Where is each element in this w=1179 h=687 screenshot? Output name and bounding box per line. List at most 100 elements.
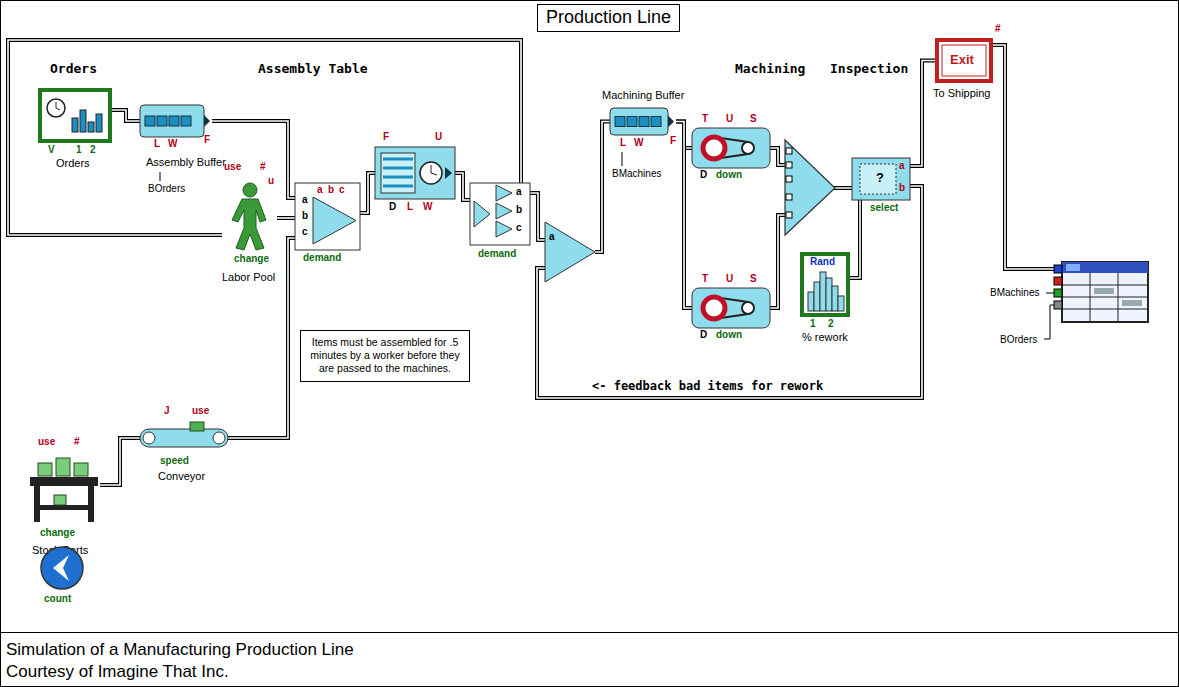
- block-icon: [692, 288, 770, 328]
- activity-block: FUDLW: [375, 147, 455, 199]
- port-label: S: [750, 274, 757, 284]
- conveyor-item: [190, 422, 204, 431]
- wire-core: [676, 122, 692, 309]
- caption-rule: [0, 632, 1179, 633]
- port-label: b: [899, 183, 905, 193]
- port-label: L: [407, 202, 413, 212]
- port-label: b: [328, 185, 334, 195]
- port-label: 1: [810, 319, 816, 329]
- port-label: a: [516, 187, 522, 197]
- wire-outline: [360, 173, 375, 213]
- queue-arrow: [204, 115, 210, 127]
- wire-outline: [993, 45, 1054, 269]
- wire-connector: [360, 173, 375, 213]
- machine-block: TUSDdown: [692, 128, 770, 168]
- block-name: ?: [876, 171, 884, 184]
- plotter-block: [1054, 262, 1148, 322]
- wire-outline: [676, 122, 692, 309]
- plotter-grid: [1062, 297, 1148, 298]
- random-frame: [802, 254, 848, 315]
- port-label: F: [204, 135, 210, 145]
- part-box: [74, 463, 88, 476]
- port-label: W: [168, 139, 177, 149]
- port-label: T: [702, 114, 708, 124]
- bar: [72, 118, 78, 132]
- machine-pulley: [742, 142, 754, 154]
- conveyor-roller: [143, 432, 155, 444]
- exit-frame: [937, 40, 991, 81]
- bar: [80, 110, 86, 132]
- merge-block: [785, 140, 835, 235]
- port-label: use: [38, 437, 55, 447]
- block-icon: [38, 88, 112, 143]
- conveyor-belt: [140, 429, 228, 447]
- histogram-bar: [820, 272, 826, 311]
- port-label: b: [516, 205, 522, 215]
- clock-face: [420, 162, 442, 184]
- port-label: a: [899, 161, 905, 171]
- wire-outline: [530, 193, 545, 240]
- queue-block: Machining BufferLWF: [610, 108, 676, 135]
- bar: [96, 114, 102, 132]
- block-name: Orders: [56, 158, 90, 169]
- block-name: Conveyor: [158, 471, 205, 482]
- unbatch-triangle: [496, 203, 512, 219]
- block-icon: [40, 546, 84, 590]
- wire-outline: [112, 110, 140, 121]
- block-name: To Shipping: [933, 88, 991, 99]
- merge-port: [786, 194, 792, 200]
- plotter-body: [1062, 262, 1148, 322]
- port-label: W: [423, 202, 432, 212]
- port-label: S: [750, 114, 757, 124]
- named-connection: BMachines: [612, 168, 661, 179]
- port-label: a: [302, 195, 308, 205]
- wire-core: [100, 438, 140, 485]
- wire-outline: [277, 216, 295, 220]
- title-box: Production Line: [537, 4, 680, 32]
- port-label: F: [670, 136, 676, 146]
- section-heading: Machining: [735, 62, 805, 76]
- machine-wheel: [703, 297, 725, 319]
- histogram-bar: [808, 292, 814, 311]
- machine-body: [692, 288, 770, 328]
- queue-slot: [639, 117, 649, 127]
- merge-port: [786, 162, 792, 168]
- block-name: Exit: [950, 53, 974, 66]
- queue-slot: [157, 116, 167, 126]
- activity-arrow: [445, 167, 452, 179]
- plotter-cell: [1066, 264, 1080, 271]
- block-icon: [28, 455, 100, 525]
- port-label: U: [726, 274, 733, 284]
- wire-outline: [228, 238, 295, 438]
- named-connection-line: [160, 172, 161, 181]
- block-icon: [140, 105, 212, 137]
- queue-body: [610, 108, 668, 135]
- clock-hand: [56, 102, 60, 110]
- port-label: u: [268, 176, 274, 186]
- block-icon: [375, 147, 455, 199]
- combine-block: a: [545, 222, 595, 282]
- port-label: 2: [90, 145, 96, 155]
- histogram-bar: [826, 278, 832, 311]
- exit-inner: [942, 45, 986, 76]
- conveyor-block: ConveyorJusespeed: [140, 423, 228, 453]
- port-label: V: [48, 145, 55, 155]
- counter-arrow: [53, 555, 69, 581]
- batch-block: abcabcdemand: [295, 183, 360, 250]
- port-label: #: [995, 24, 1001, 34]
- port-label: use: [192, 406, 209, 416]
- queue-slot: [181, 116, 191, 126]
- plotter-grid: [1062, 285, 1148, 286]
- activity-queue: [381, 153, 415, 193]
- wire-core: [530, 193, 545, 240]
- wire-connector: [8, 40, 521, 235]
- section-heading: Orders: [50, 62, 97, 76]
- batch-frame: [295, 183, 360, 250]
- port-label: c: [516, 223, 522, 233]
- port-label: change: [40, 528, 75, 538]
- port-label: D: [389, 202, 396, 212]
- block-icon: [610, 108, 676, 135]
- wire-connector: [676, 122, 692, 309]
